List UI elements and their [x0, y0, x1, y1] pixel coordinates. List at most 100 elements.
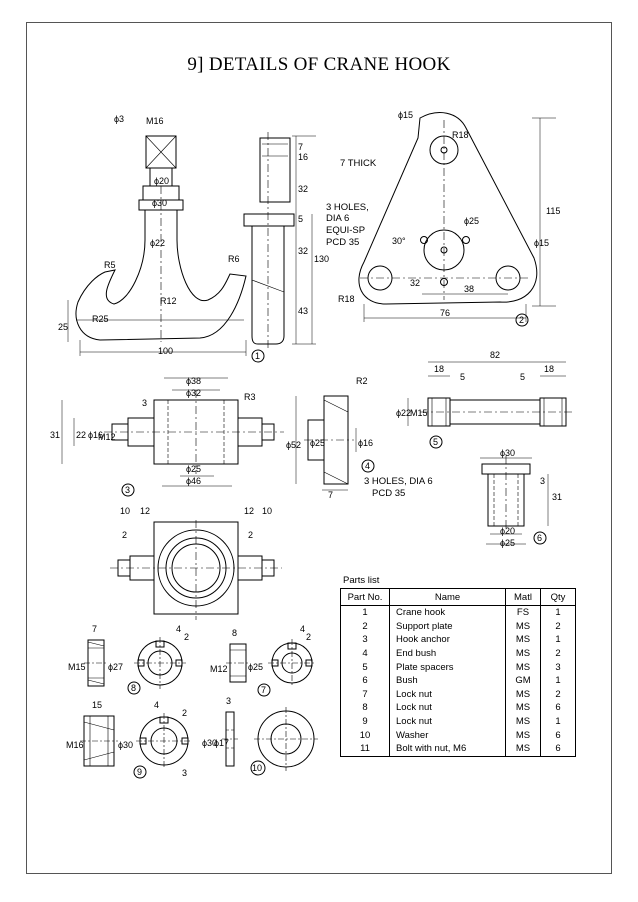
svg-text:EQUI-SP: EQUI-SP: [326, 225, 365, 236]
svg-text:9: 9: [137, 767, 142, 777]
svg-text:ϕ25: ϕ25: [310, 438, 325, 448]
svg-text:ϕ22: ϕ22: [396, 408, 411, 418]
cell-qty: 2: [540, 619, 576, 634]
svg-text:100: 100: [158, 346, 173, 356]
cell-matl: MS: [505, 701, 541, 715]
cell-qty: 1: [540, 714, 576, 729]
svg-text:PCD 35: PCD 35: [326, 237, 359, 248]
svg-text:ϕ16: ϕ16: [88, 430, 103, 440]
page-border: [26, 22, 612, 874]
svg-text:3: 3: [540, 476, 545, 486]
svg-text:7: 7: [298, 142, 303, 152]
svg-text:R18: R18: [452, 130, 469, 140]
part-3-labels: ϕ38 ϕ32 R3 3 31 22 ϕ16 M12 ϕ25 ϕ46 10 12…: [50, 376, 272, 540]
col-name: Name: [389, 588, 506, 606]
part-3-hook-anchor: [61, 377, 284, 620]
svg-text:R6: R6: [228, 254, 240, 264]
part-8-labels: 7 M15 ϕ27 4 2 8: [68, 624, 189, 693]
svg-text:M16: M16: [146, 116, 164, 126]
svg-text:2: 2: [184, 632, 189, 642]
svg-text:6: 6: [537, 533, 542, 543]
svg-text:5: 5: [433, 437, 438, 447]
cell-name: Bush: [389, 673, 506, 688]
svg-text:38: 38: [464, 284, 474, 294]
svg-text:31: 31: [50, 430, 60, 440]
svg-text:7: 7: [328, 490, 333, 500]
part-6-labels: ϕ30 3 31 ϕ20 ϕ25 6: [500, 448, 562, 548]
cell-part-no: 11: [340, 741, 390, 757]
cell-part-no: 9: [340, 714, 390, 729]
svg-text:ϕ25: ϕ25: [248, 662, 263, 672]
svg-text:3: 3: [182, 768, 187, 778]
svg-text:ϕ25: ϕ25: [464, 216, 479, 226]
svg-text:ϕ20: ϕ20: [154, 176, 169, 186]
svg-text:10: 10: [262, 506, 272, 516]
svg-text:ϕ15: ϕ15: [534, 238, 549, 248]
cell-name: Plate spacers: [389, 660, 506, 674]
svg-text:ϕ25: ϕ25: [186, 464, 201, 474]
cell-qty: 1: [540, 605, 576, 620]
svg-text:2: 2: [122, 530, 127, 540]
svg-text:R12: R12: [160, 296, 177, 306]
part-6-bush: [480, 456, 549, 545]
part-7-labels: 8 M12 ϕ25 4 2 7: [210, 624, 311, 695]
svg-text:2: 2: [306, 632, 311, 642]
svg-text:ϕ30: ϕ30: [202, 738, 217, 748]
svg-text:30°: 30°: [392, 236, 406, 246]
svg-text:PCD 35: PCD 35: [372, 488, 405, 499]
svg-text:115: 115: [546, 206, 560, 216]
svg-text:18: 18: [544, 364, 554, 374]
cell-qty: 3: [540, 660, 576, 674]
cell-matl: MS: [505, 741, 541, 757]
cell-matl: MS: [505, 687, 541, 702]
svg-text:4: 4: [300, 624, 305, 634]
svg-text:7 THICK: 7 THICK: [340, 158, 377, 169]
svg-text:1: 1: [255, 351, 260, 361]
cell-name: Support plate: [389, 619, 506, 634]
svg-text:ϕ15: ϕ15: [398, 110, 413, 120]
svg-text:130: 130: [314, 254, 329, 264]
cell-name: Hook anchor: [389, 633, 506, 647]
part-5-labels: 82 18 5 5 18 ϕ22 M15 5: [396, 350, 554, 447]
part-9-labels: 15 M16 ϕ30 4 2 3 9: [66, 700, 187, 778]
cell-part-no: 3: [340, 633, 390, 647]
cell-matl: MS: [505, 728, 541, 742]
svg-text:ϕ30: ϕ30: [118, 740, 133, 750]
cell-qty: 6: [540, 728, 576, 742]
svg-text:76: 76: [440, 308, 450, 318]
svg-text:M12: M12: [210, 664, 228, 674]
cell-name: Lock nut: [389, 714, 506, 729]
col-matl: Matl: [505, 588, 541, 606]
svg-text:8: 8: [131, 683, 136, 693]
cell-part-no: 10: [340, 728, 390, 742]
cell-qty: 2: [540, 646, 576, 661]
svg-text:4: 4: [154, 700, 159, 710]
part-1-crane-hook: [67, 132, 316, 363]
svg-text:ϕ30: ϕ30: [500, 448, 515, 458]
svg-text:M12: M12: [98, 432, 116, 442]
svg-text:3: 3: [125, 485, 130, 495]
svg-text:43: 43: [298, 306, 308, 316]
svg-text:4: 4: [365, 461, 370, 471]
svg-text:16: 16: [298, 152, 308, 162]
svg-text:10: 10: [120, 506, 130, 516]
svg-text:5: 5: [460, 372, 465, 382]
cell-matl: GM: [505, 673, 541, 688]
cell-qty: 2: [540, 687, 576, 702]
svg-text:ϕ22: ϕ22: [150, 238, 165, 248]
cell-name: Washer: [389, 728, 506, 742]
svg-text:R25: R25: [92, 314, 109, 324]
part-10-washer: [222, 707, 318, 776]
svg-text:ϕ52: ϕ52: [286, 440, 301, 450]
cell-name: Lock nut: [389, 687, 506, 702]
part-9-lock-nut: [80, 713, 192, 779]
svg-text:5: 5: [298, 214, 303, 224]
